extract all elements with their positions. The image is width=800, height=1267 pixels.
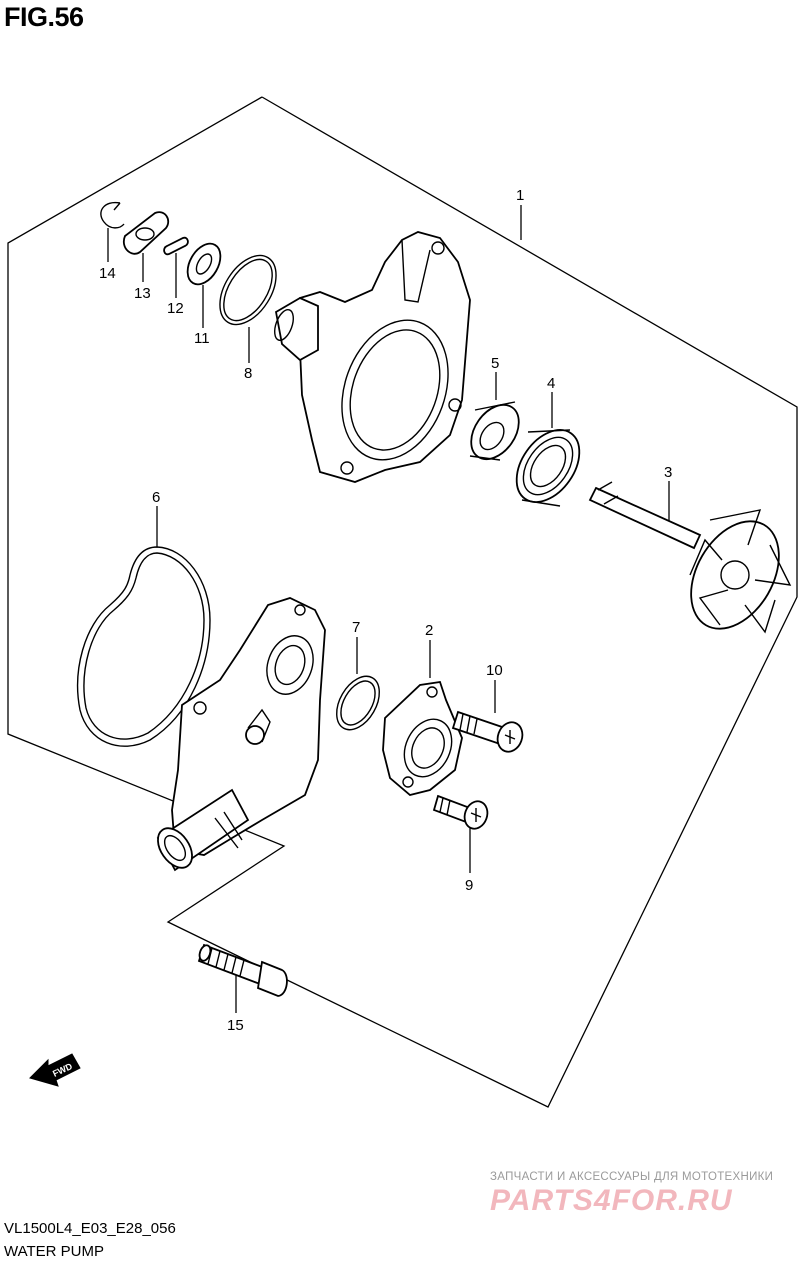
part-8-o-ring [219,254,277,326]
callout-15: 15 [227,1017,244,1034]
watermark-logo: PARTS4FOR.RU [490,1184,733,1217]
callout-9: 9 [465,877,473,894]
callout-2: 2 [425,622,433,639]
part-7-o-ring [336,675,380,731]
callout-5: 5 [491,355,499,372]
callout-labels: 1 14 13 12 11 8 5 4 3 6 7 2 10 9 15 [99,187,672,1034]
callout-8: 8 [244,365,252,382]
diagram-name: WATER PUMP [4,1243,104,1260]
fwd-arrow-icon: FWD [29,1053,81,1087]
callout-1: 1 [516,187,524,204]
part-11-washer [186,242,222,286]
part-3-impeller [588,481,792,634]
callout-12: 12 [167,300,184,317]
pump-body-lower [156,597,326,872]
part-15-bolt [197,943,288,997]
callout-6: 6 [152,489,160,506]
part-10-bolt [451,710,524,753]
part-2-outlet-flange [382,680,463,796]
figure-title: FIG.56 [4,2,84,32]
pump-cover-upper [274,231,471,483]
part-6-gasket-inner [83,552,205,740]
callout-11: 11 [194,330,210,347]
part-12-pin [163,236,189,256]
part-5-oil-seal [469,401,520,461]
part-14-clip [100,201,125,229]
assembly-outline [7,96,798,1108]
watermark-tagline: ЗАПЧАСТИ И АКСЕССУАРЫ ДЛЯ МОТОТЕХНИКИ [490,1171,774,1183]
callout-4: 4 [547,375,555,392]
callout-14: 14 [99,265,116,282]
callout-3: 3 [664,464,672,481]
callout-13: 13 [134,285,151,302]
part-4-mechanical-seal [515,429,581,507]
part-9-bolt [432,794,489,830]
callout-7: 7 [352,619,360,636]
callout-10: 10 [486,662,503,679]
part-13-lever [122,211,170,255]
part-6-gasket [76,546,211,747]
diagram-code: VL1500L4_E03_E28_056 [4,1220,176,1237]
